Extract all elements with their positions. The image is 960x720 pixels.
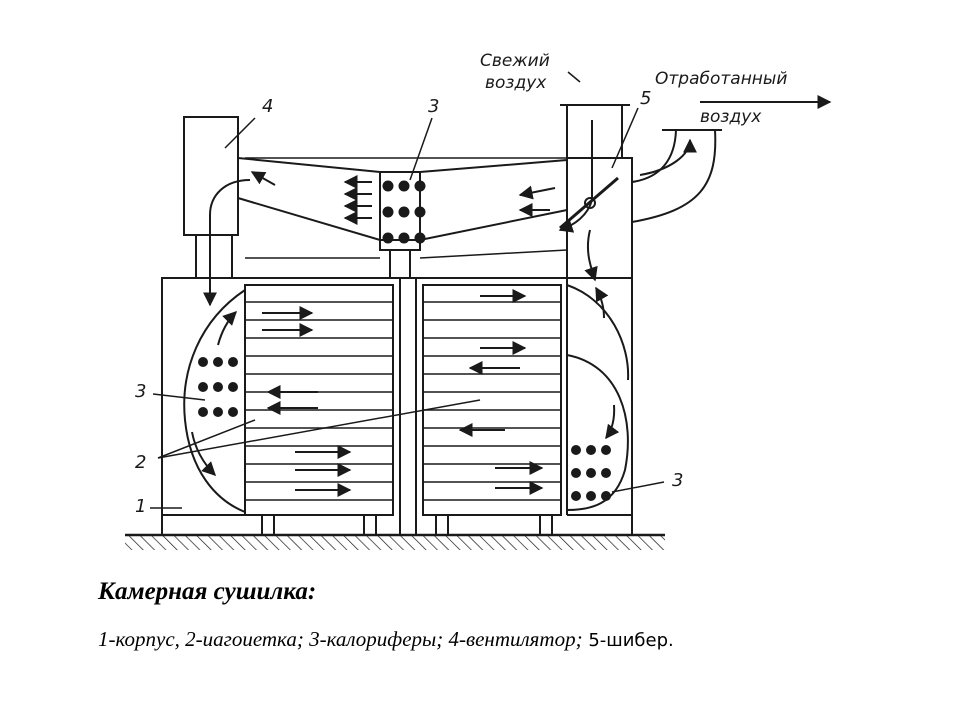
trolley-right-wheel-2 (539, 514, 553, 536)
label-body-number: 1 (135, 496, 146, 517)
ground-hatch (125, 536, 665, 550)
right-air-guide (566, 284, 630, 511)
top-duct (237, 157, 568, 241)
top-duct-lower-2 (419, 249, 568, 259)
trolley-left-wheel-2 (363, 514, 377, 536)
left-heater-tubes (198, 357, 238, 417)
label-fresh-air-line1: Свежий (480, 51, 550, 71)
caption-legend-main: 1-корпус, 2-иагоиетка; 3-калориферы; 4-в… (98, 627, 583, 651)
trolley-right (422, 284, 562, 516)
label-fan-number: 4 (262, 96, 273, 117)
label-top-heater-number: 3 (428, 96, 439, 117)
caption-legend-tail: 5-шибер. (582, 630, 674, 651)
damper-pivot (584, 197, 596, 209)
airflow-arrows (191, 95, 832, 497)
trolley-right-shelves (423, 301, 561, 501)
caption-title: Камерная сушилка: (98, 578, 317, 605)
fan-duct (195, 234, 233, 279)
trolley-left (244, 284, 394, 516)
trolley-left-wheel-1 (261, 514, 275, 536)
label-fresh-air-line2: воздух (485, 73, 547, 93)
center-partition (399, 277, 417, 536)
label-exhaust-air-line1: Отработанный (655, 69, 787, 89)
right-air-duct (566, 157, 633, 279)
caption-legend: 1-корпус, 2-иагоиетка; 3-калориферы; 4-в… (98, 627, 674, 652)
damper-blade (559, 176, 619, 230)
left-air-guide (183, 289, 246, 513)
drying-chamber-diagram: 4 3 5 3 2 1 3 Свежий воздух Отработанный… (125, 51, 832, 550)
right-heater-tubes (571, 445, 611, 501)
fresh-air-inlet (566, 104, 623, 159)
leader-lines (150, 71, 665, 509)
label-damper-number: 5 (640, 88, 651, 109)
label-right-heater-number: 3 (672, 470, 683, 491)
trolley-right-wheel-1 (435, 514, 449, 536)
label-trolley-number: 2 (135, 452, 146, 473)
label-left-heater-number: 3 (135, 381, 146, 402)
label-exhaust-air-line2: воздух (700, 107, 762, 127)
top-heater-stand (389, 249, 411, 279)
top-heater-tubes (382, 180, 426, 244)
exhaust-pipe (631, 129, 717, 223)
trolley-left-shelves (245, 301, 393, 501)
